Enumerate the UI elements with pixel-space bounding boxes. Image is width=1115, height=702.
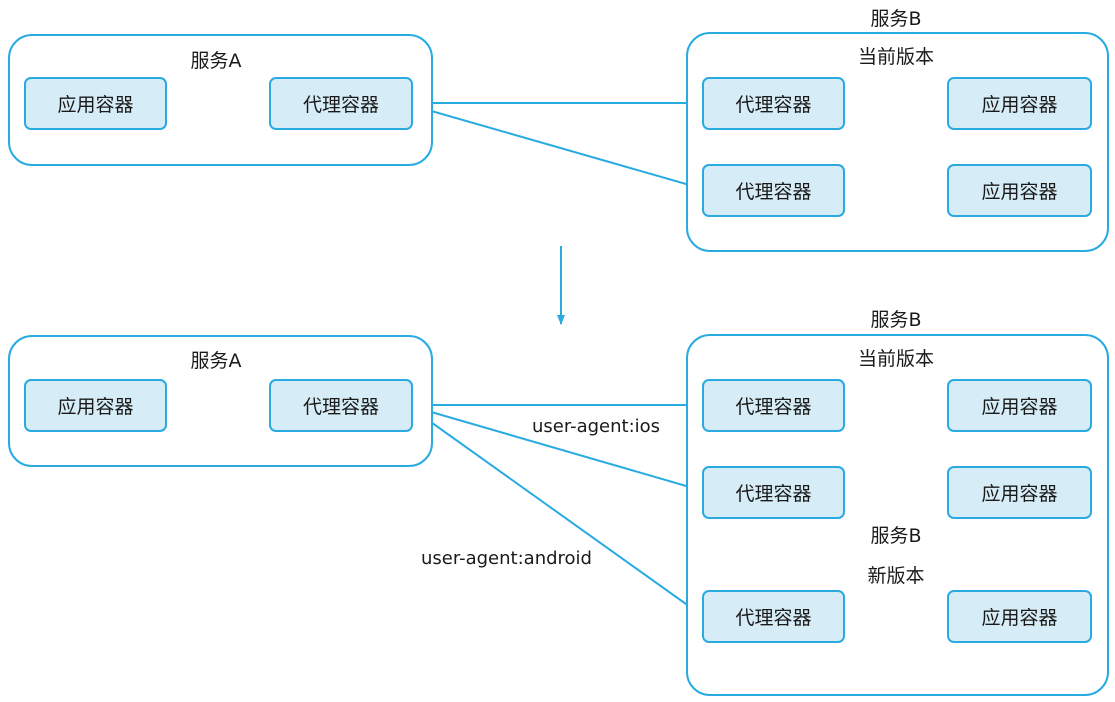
bottom-service-a-title: 服务A	[190, 350, 242, 372]
route-label-android: user-agent:android	[421, 548, 592, 569]
top-service-b-row2-app-container: 应用容器	[947, 164, 1092, 217]
top-service-a-app-container: 应用容器	[24, 77, 167, 130]
top-service-b-row1-app-container: 应用容器	[947, 77, 1092, 130]
top-service-a-title: 服务A	[190, 50, 242, 72]
bottom-a-to-b-new-arrow	[413, 409, 701, 615]
bottom-service-b-current-version: 当前版本	[857, 348, 935, 370]
bottom-service-b-new-proxy-container: 代理容器	[702, 590, 845, 643]
top-service-b-row1-proxy-container: 代理容器	[702, 77, 845, 130]
bottom-service-b-new-app-container: 应用容器	[947, 590, 1092, 643]
bottom-service-a-app-container: 应用容器	[24, 379, 167, 432]
top-service-b-row2-proxy-container: 代理容器	[702, 164, 845, 217]
bottom-service-b-row2-proxy-container: 代理容器	[702, 466, 845, 519]
bottom-service-b-title: 服务B	[870, 309, 922, 331]
top-service-b-title: 服务B	[870, 8, 922, 30]
top-a-to-b-row2-arrow	[413, 105, 701, 190]
bottom-service-b-row2-app-container: 应用容器	[947, 466, 1092, 519]
bottom-service-b-row1-app-container: 应用容器	[947, 379, 1092, 432]
top-service-b-version: 当前版本	[857, 46, 935, 68]
top-service-a-proxy-container: 代理容器	[269, 77, 413, 130]
bottom-a-to-b-row2-arrow	[413, 406, 701, 492]
bottom-service-a-proxy-container: 代理容器	[269, 379, 413, 432]
bottom-service-b-new-title: 服务B	[870, 525, 922, 547]
route-label-ios: user-agent:ios	[532, 416, 661, 437]
bottom-service-b-row1-proxy-container: 代理容器	[702, 379, 845, 432]
bottom-service-b-new-version: 新版本	[867, 565, 925, 587]
